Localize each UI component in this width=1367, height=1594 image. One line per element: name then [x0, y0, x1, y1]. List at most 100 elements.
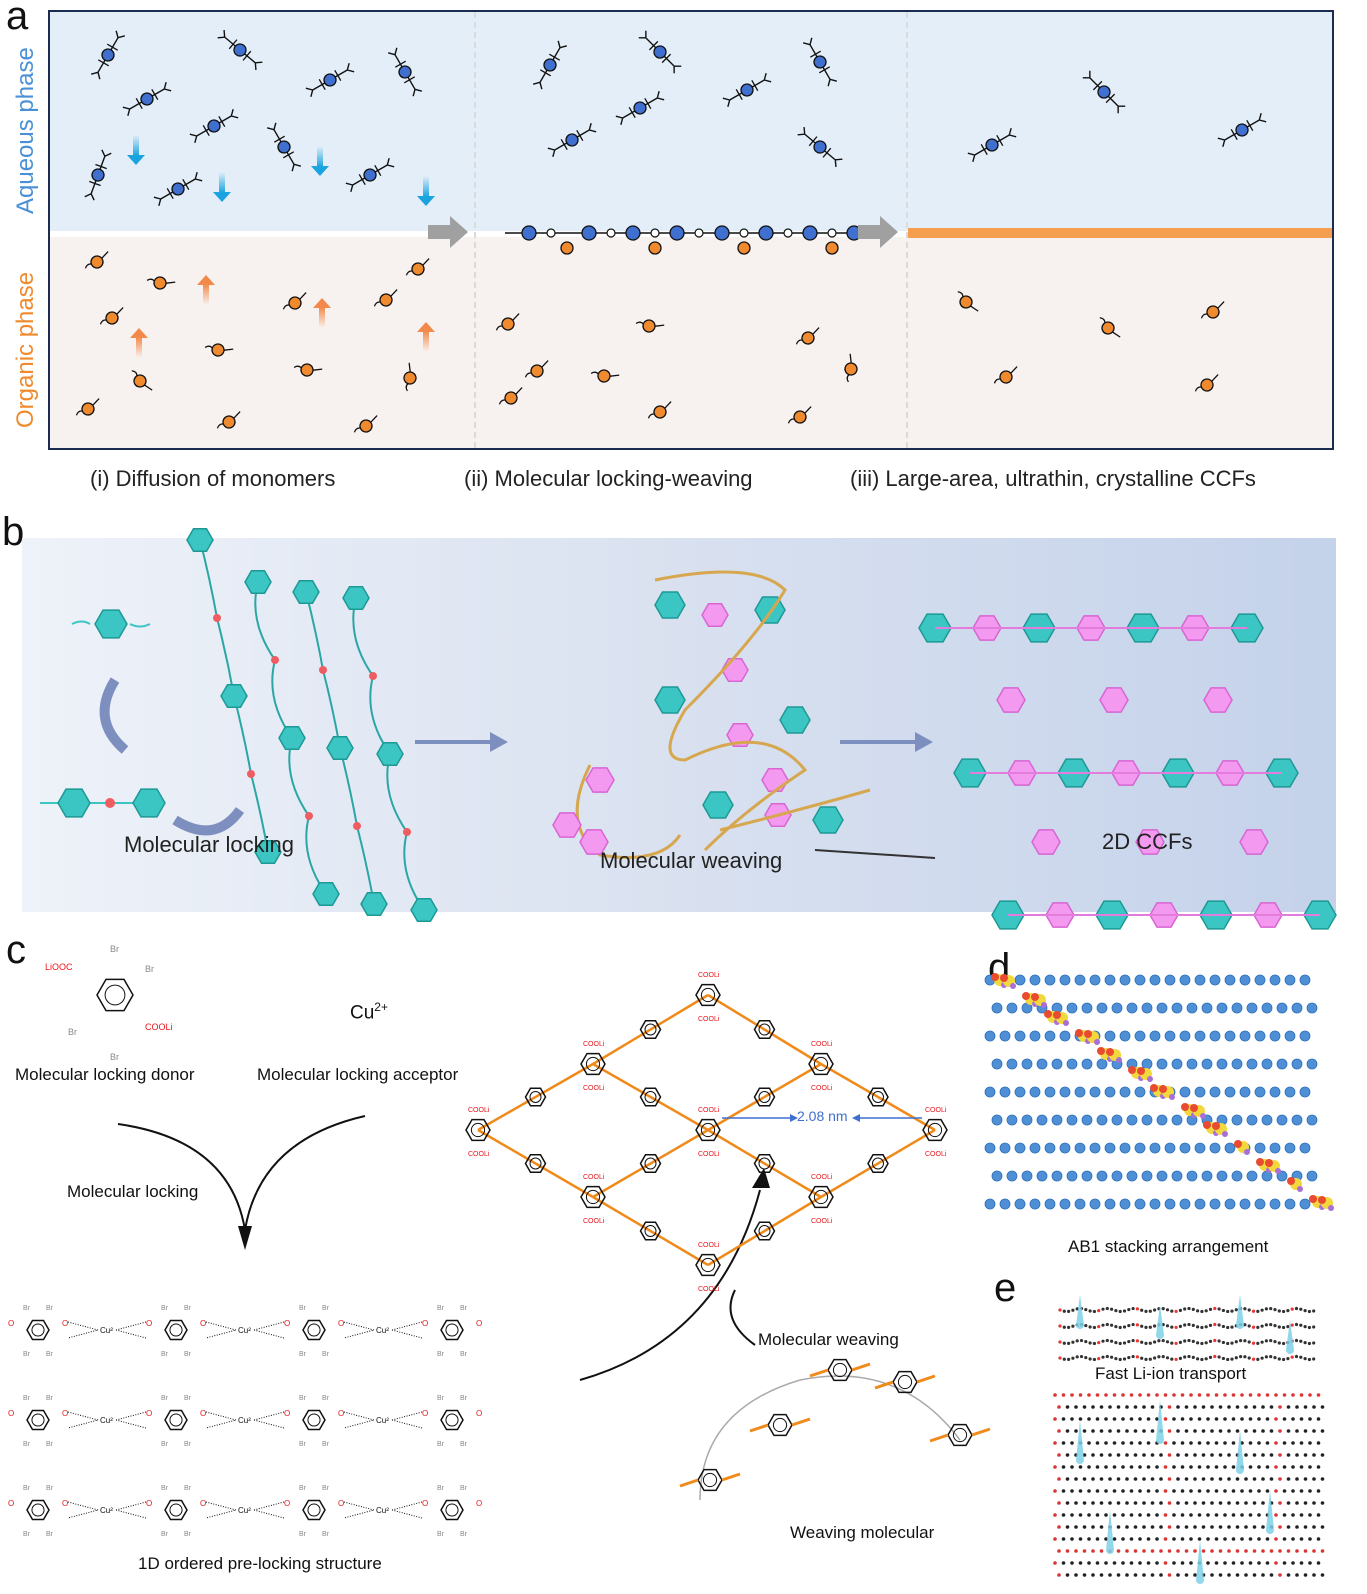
- lattice-atom: [1108, 1573, 1112, 1577]
- lattice-atom: [1218, 1429, 1223, 1433]
- lattice-atom: [1223, 1489, 1227, 1493]
- layer-atom: [1187, 1306, 1191, 1311]
- carbon-atom: [1059, 974, 1071, 986]
- carbon-atom: [1239, 1030, 1251, 1042]
- monomer-core: [233, 43, 247, 57]
- lock-node: [783, 228, 793, 238]
- teal-hexagon: [254, 839, 282, 865]
- monomer-branch: [661, 57, 667, 64]
- layer-atom: [1183, 1307, 1187, 1311]
- monomer-branch: [815, 50, 822, 55]
- lattice-atom: [1299, 1417, 1304, 1421]
- lattice-atom: [1129, 1417, 1134, 1421]
- lattice-atom: [1252, 1453, 1257, 1457]
- alkyne-bond: [809, 1362, 871, 1378]
- lattice-atom: [1265, 1441, 1270, 1445]
- carbon-atom: [1171, 1170, 1183, 1182]
- lattice-atom: [1184, 1573, 1189, 1577]
- lattice-atom: [1184, 1453, 1189, 1457]
- carbon-atom: [1006, 1170, 1018, 1182]
- lattice-atom: [1231, 1393, 1236, 1397]
- lock-bead: [247, 770, 255, 778]
- monomer-core: [1097, 85, 1111, 99]
- layer-atom: [1290, 1355, 1294, 1359]
- monomer-core: [985, 138, 999, 152]
- lattice-atom: [1061, 1513, 1066, 1517]
- lattice-atom: [1316, 1465, 1321, 1469]
- oxygen-atom: [1128, 1066, 1136, 1074]
- aromatic-circle: [813, 1189, 829, 1205]
- layer-atom: [1161, 1307, 1165, 1311]
- monomer-branch: [89, 180, 96, 185]
- node-ring: [808, 1052, 834, 1076]
- lattice-atom: [1121, 1441, 1125, 1445]
- 2d-ccfs-label: 2D CCFs: [1102, 829, 1193, 854]
- oxygen-atom: [1181, 1103, 1189, 1111]
- aqueous-phase-region: [50, 12, 1332, 231]
- stage-arrow-icon: [428, 216, 468, 248]
- oxygen-atom: [1084, 1030, 1092, 1038]
- monomer-fork: [387, 47, 398, 56]
- lock-node: [827, 228, 837, 238]
- carbon-atom: [999, 1198, 1011, 1210]
- lattice-atom: [1091, 1477, 1095, 1481]
- carbon-atom: [1029, 1086, 1041, 1098]
- layer-atom: [1140, 1308, 1144, 1312]
- lattice-atom: [1193, 1573, 1197, 1577]
- lattice-atom: [1291, 1393, 1295, 1397]
- lattice-atom: [1299, 1441, 1304, 1445]
- layer-atom: [1165, 1324, 1170, 1328]
- layer-atom: [1153, 1340, 1157, 1344]
- lattice-atom: [1129, 1441, 1134, 1445]
- monomer-core: [207, 119, 221, 133]
- locking-step-label: Molecular locking: [67, 1182, 199, 1201]
- bromine-label: Br: [437, 1485, 445, 1492]
- lattice-atom: [1193, 1453, 1197, 1457]
- lattice-atom: [1180, 1513, 1185, 1517]
- carbon-atom: [1104, 974, 1116, 986]
- monomer-branch: [185, 184, 190, 191]
- acceptor-ion: Cu2+: [350, 1000, 388, 1024]
- organic-monomer: [282, 292, 307, 310]
- carbon-atom: [1179, 1198, 1191, 1210]
- carbon-atom: [1044, 1142, 1056, 1154]
- lattice-atom: [1201, 1549, 1206, 1553]
- teal-hexagon: [312, 881, 340, 907]
- bromine-label: Br: [322, 1395, 330, 1402]
- lattice-atom: [1095, 1489, 1100, 1493]
- bromine-atom: [1094, 1039, 1100, 1045]
- layer-atom: [1200, 1357, 1204, 1362]
- organic-monomer: [146, 276, 176, 290]
- down-arrow-icon: [311, 146, 329, 176]
- lattice-atom: [1099, 1525, 1104, 1529]
- carbon-atom: [1149, 1030, 1161, 1042]
- lattice-atom: [1257, 1513, 1261, 1517]
- monomer-branch: [106, 43, 113, 48]
- carbon-atom: [1284, 974, 1296, 986]
- layer-atom: [1105, 1354, 1109, 1359]
- aromatic-circle: [927, 1122, 943, 1138]
- panel-e-letter: e: [994, 1266, 1017, 1310]
- lattice-atom: [1252, 1573, 1257, 1577]
- lattice-atom: [1278, 1525, 1282, 1529]
- lattice-atom: [1074, 1501, 1078, 1505]
- prelock-ring: [26, 1319, 50, 1341]
- lattice-atom: [1189, 1417, 1193, 1421]
- carbon-atom: [1306, 1170, 1318, 1182]
- monomer-branch: [539, 69, 546, 74]
- acceptor-charge: 2+: [374, 1000, 388, 1014]
- aqueous-monomer: [967, 127, 1017, 163]
- layer-atom: [1127, 1355, 1131, 1360]
- aqueous-monomer: [387, 47, 423, 97]
- oxygen-label: O: [146, 1409, 152, 1418]
- carbon-atom: [1194, 1198, 1206, 1210]
- lattice-atom: [1316, 1561, 1321, 1565]
- monomer-branch: [665, 53, 672, 59]
- lattice-atom: [1299, 1393, 1304, 1397]
- donor-carboxylate-label: LiOOC: [45, 962, 73, 972]
- lock-node: [606, 228, 616, 238]
- aqueous-monomer: [90, 30, 126, 80]
- layer-atom: [1307, 1357, 1311, 1362]
- organic-monomer: [131, 370, 153, 391]
- molecular-weaving-label: Molecular weaving: [600, 848, 783, 873]
